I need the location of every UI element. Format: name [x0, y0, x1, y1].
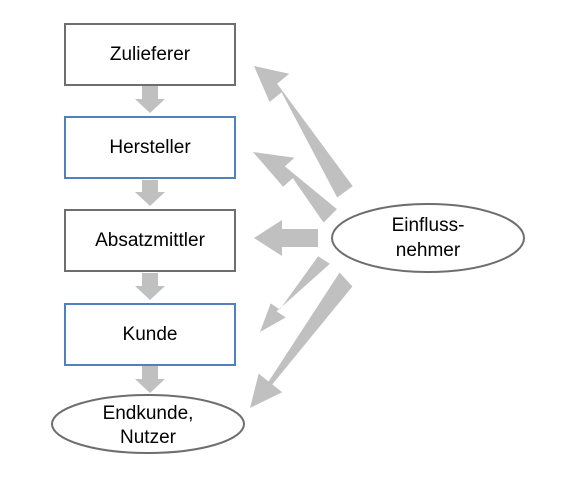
- node-zulieferer-label: Zulieferer: [110, 44, 191, 65]
- arrow-kunde-to-endkunde: [135, 365, 165, 393]
- node-endkunde: [51, 394, 245, 454]
- node-endkunde-label-line1: Endkunde,: [103, 403, 194, 424]
- arrow-einflussnehmer-to-hersteller: [253, 152, 337, 223]
- arrow-einflussnehmer-to-kunde: [260, 256, 330, 332]
- node-hersteller-label: Hersteller: [109, 137, 191, 158]
- arrow-hersteller-to-absatzmittler: [135, 180, 165, 206]
- node-zulieferer: [64, 23, 236, 86]
- node-einflussnehmer: [331, 203, 525, 273]
- node-einflussnehmer-label-line2: nehmer: [396, 240, 461, 261]
- influence-arrows: [250, 66, 353, 408]
- node-kunde: [64, 303, 236, 366]
- chain-arrows: [135, 86, 165, 393]
- node-absatzmittler: [64, 209, 236, 272]
- node-einflussnehmer-label-line1: Einfluss-: [392, 215, 465, 236]
- arrow-einflussnehmer-to-endkunde: [250, 272, 353, 408]
- arrow-absatzmittler-to-kunde: [135, 273, 165, 300]
- arrow-einflussnehmer-to-absatzmittler: [254, 220, 318, 256]
- node-hersteller: [64, 116, 236, 179]
- arrow-zulieferer-to-hersteller: [135, 86, 165, 113]
- arrow-einflussnehmer-to-zulieferer: [254, 66, 353, 198]
- node-endkunde-label-line2: Nutzer: [120, 427, 177, 448]
- node-kunde-label: Kunde: [123, 324, 178, 345]
- node-absatzmittler-label: Absatzmittler: [95, 230, 205, 251]
